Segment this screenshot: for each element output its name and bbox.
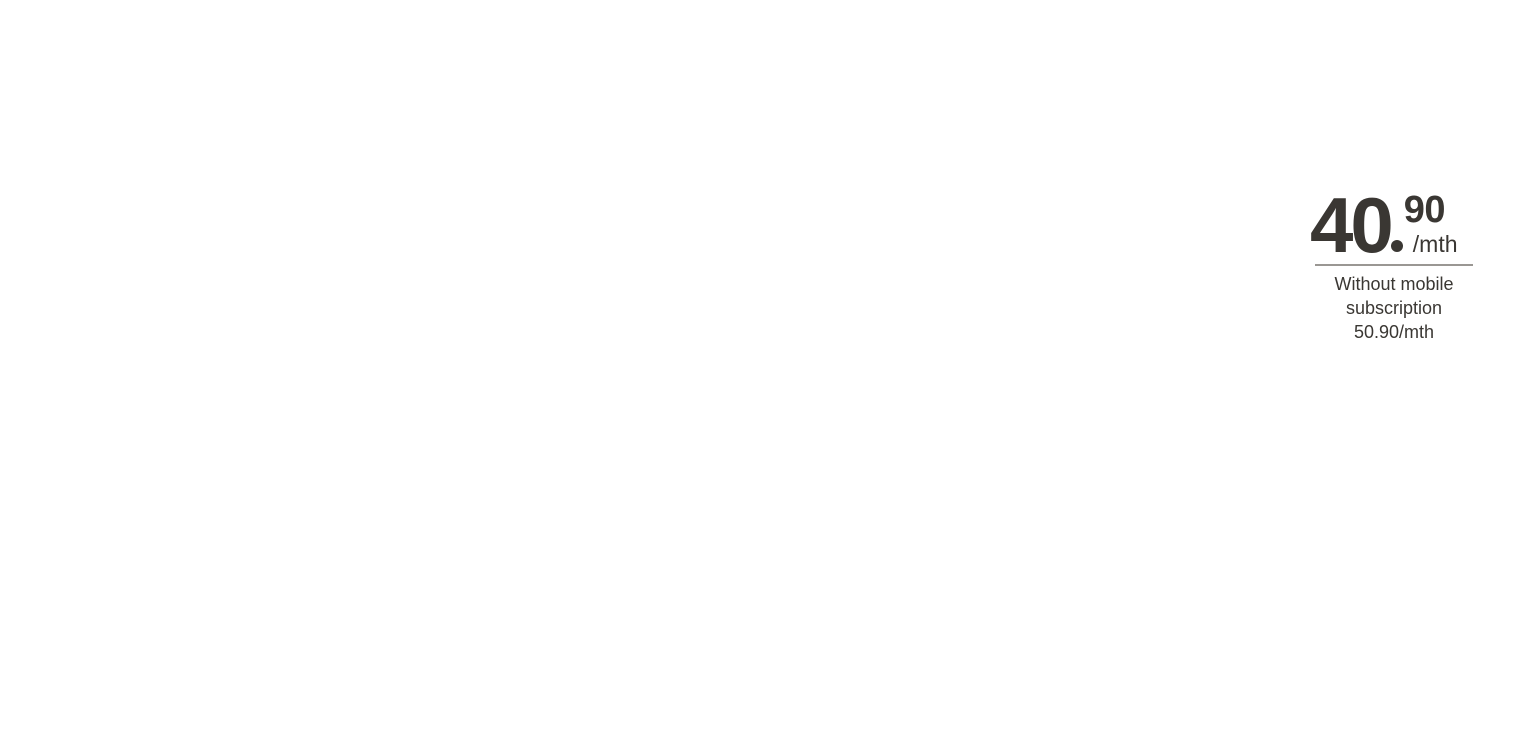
price-main: 40	[1310, 181, 1394, 269]
price-row: 40 90 /mth	[1310, 186, 1480, 264]
price-note-line-3: 50.90/mth	[1353, 322, 1435, 342]
price-block: 40 90 /mth Without mobile subscription 5…	[1310, 186, 1480, 344]
price-cents: 90	[1403, 189, 1446, 231]
price-side: 90 /mth	[1404, 186, 1458, 256]
price-divider	[1315, 264, 1473, 266]
price-note-line-2: subscription	[1345, 298, 1443, 318]
price-period: /mth	[1412, 231, 1458, 257]
price-note: Without mobile subscription 50.90/mth	[1310, 272, 1478, 344]
price-note-line-1: Without mobile	[1334, 274, 1454, 294]
price-decimal-dot	[1390, 240, 1403, 252]
